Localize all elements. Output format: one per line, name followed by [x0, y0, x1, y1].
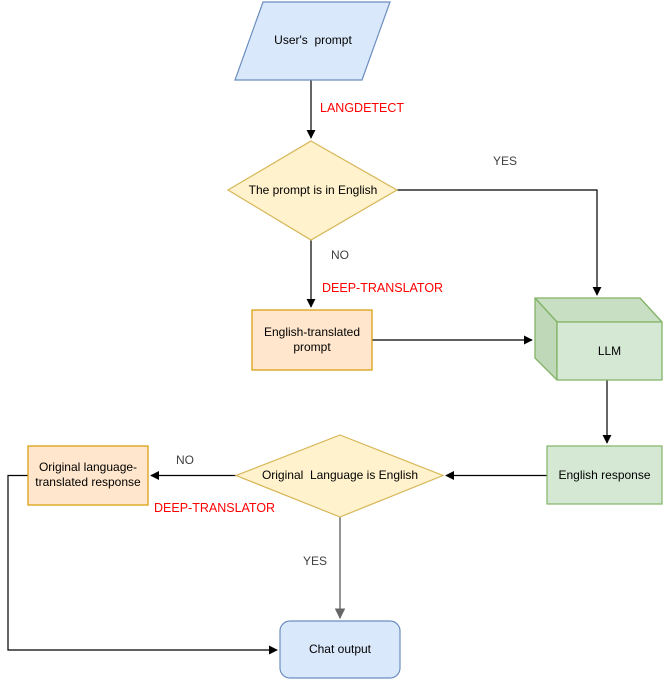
prompt-is-english-diamond-shape: [226, 140, 399, 241]
no-label-top: NO: [331, 248, 349, 262]
original-language-translated-response-label: Original language-translated response: [35, 460, 141, 489]
english-response-label: English response: [558, 468, 651, 482]
chat-output-label: Chat output: [308, 642, 372, 656]
langdetect-annotation: LANGDETECT: [320, 101, 405, 115]
llm-label: LLM: [597, 344, 622, 358]
deep-translator-annotation-top: DEEP-TRANSLATOR: [322, 281, 444, 295]
original-language-is-english-label: Original Language is English: [261, 468, 419, 482]
deep-translator-annotation-bottom: DEEP-TRANSLATOR: [154, 501, 276, 515]
yes-label-bottom: YES: [303, 554, 328, 568]
users-prompt-shape: [234, 1, 391, 81]
llm-cube-shape: [534, 297, 663, 381]
english-translated-prompt-shape: [251, 309, 373, 371]
prompt-is-english-label: The prompt is in English: [248, 183, 378, 197]
yes-label-top: YES: [493, 154, 518, 168]
edge-translated-response-to-chat-output: [7, 474, 278, 655]
english-response-shape: [546, 445, 663, 505]
llm-cube-front-face: [556, 321, 663, 381]
english-translated-prompt-label: English-translated prompt: [263, 325, 364, 354]
no-label-bottom: NO: [176, 453, 194, 467]
original-language-translated-response-shape: [27, 445, 149, 506]
edge-diamond-yes-to-llm: [397, 189, 602, 296]
users-prompt-label: User's prompt: [274, 33, 352, 47]
chat-output-shape: [279, 620, 401, 679]
original-language-diamond-shape: [234, 434, 445, 518]
